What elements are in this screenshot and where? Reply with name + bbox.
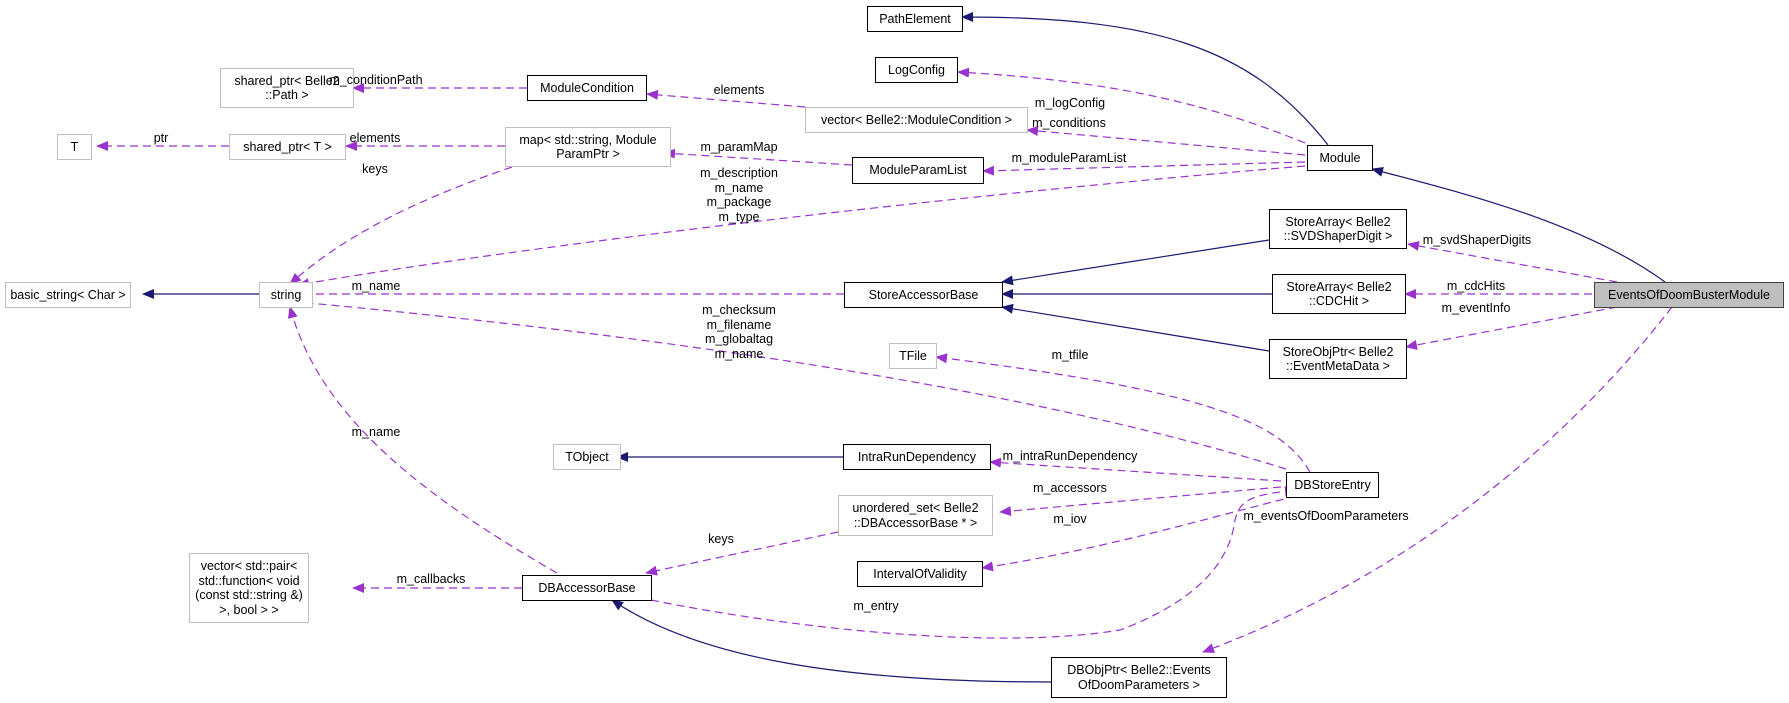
node-vector-module-condition[interactable]: vector< Belle2::ModuleCondition > — [805, 107, 1028, 133]
edge-label-elements-condition: elements — [713, 83, 765, 97]
edge-dbstoreentry-to-unorderedset — [999, 486, 1282, 517]
edge-label-m-accessors: m_accessors — [1033, 481, 1107, 495]
edge-label-m-cdc-hits: m_cdcHits — [1446, 279, 1506, 293]
edge-svd-to-storeaccessor — [1001, 239, 1270, 286]
edge-label-module-strings: m_description m_name m_package m_type — [700, 166, 778, 224]
edge-vector-to-modulecondition — [646, 89, 806, 108]
node-intra-run-dependency[interactable]: IntraRunDependency — [843, 444, 991, 470]
node-log-config[interactable]: LogConfig — [875, 57, 958, 83]
node-store-array-cdc[interactable]: StoreArray< Belle2 ::CDCHit > — [1272, 274, 1406, 314]
edge-module-to-conditions — [1026, 126, 1306, 156]
edge-label-m-name-store: m_name — [351, 279, 401, 293]
node-map-string-param[interactable]: map< std::string, Module ParamPtr > — [505, 127, 671, 167]
node-t[interactable]: T — [57, 134, 92, 160]
edge-label-m-iov: m_iov — [1053, 512, 1087, 526]
edge-dbstoreentry-to-tfile — [935, 353, 1311, 473]
edge-buster-to-dbobjptr — [1202, 306, 1673, 653]
node-interval-of-validity[interactable]: IntervalOfValidity — [857, 561, 983, 587]
edge-dbstoreentry-to-intrarun — [989, 457, 1282, 482]
edge-label-m-condition-path: m_conditionPath — [329, 73, 423, 87]
node-db-store-entry[interactable]: DBStoreEntry — [1286, 472, 1379, 498]
node-tobject[interactable]: TObject — [553, 444, 621, 470]
edge-label-m-conditions: m_conditions — [1032, 116, 1106, 130]
edge-label-elements-map: elements — [349, 131, 401, 145]
edge-label-m-event-info: m_eventInfo — [1441, 301, 1511, 315]
edge-label-m-events-of-doom-parameters: m_eventsOfDoomParameters — [1243, 509, 1409, 523]
node-vector-callbacks[interactable]: vector< std::pair< std::function< void (… — [189, 553, 309, 623]
edge-label-entry-strings: m_checksum m_filename m_globaltag m_name — [702, 303, 776, 361]
node-basic-string[interactable]: basic_string< Char > — [5, 282, 131, 308]
node-store-array-svd[interactable]: StoreArray< Belle2 ::SVDShaperDigit > — [1269, 209, 1407, 249]
edge-module-to-string — [297, 165, 1306, 289]
node-store-obj-ptr-event[interactable]: StoreObjPtr< Belle2 ::EventMetaData > — [1269, 339, 1407, 379]
edge-buster-to-eventinfo — [1405, 306, 1618, 350]
node-module-param-list[interactable]: ModuleParamList — [852, 157, 984, 184]
edge-module-to-logconfig — [957, 67, 1306, 144]
edge-label-keys-set: keys — [708, 532, 734, 546]
node-unordered-set-accessor[interactable]: unordered_set< Belle2 ::DBAccessorBase *… — [838, 495, 993, 536]
edge-label-m-svd-shaper-digits: m_svdShaperDigits — [1422, 233, 1532, 247]
edge-dbobjptr-to-dbaccessor — [611, 599, 1052, 683]
edge-label-m-log-config: m_logConfig — [1034, 96, 1106, 110]
edge-label-m-name-db: m_name — [351, 425, 401, 439]
edge-dbaccessor-to-string — [287, 306, 558, 574]
edge-label-ptr: ptr — [153, 131, 169, 145]
node-store-accessor-base[interactable]: StoreAccessorBase — [844, 282, 1003, 308]
edge-label-m-param-map: m_paramMap — [700, 140, 778, 154]
edge-unorderedset-to-dbaccessor — [645, 531, 839, 576]
edge-paramlist-to-map — [663, 148, 853, 166]
edge-module-to-paramlist — [982, 161, 1306, 176]
edge-label-m-entry: m_entry — [853, 599, 899, 613]
edge-dbstoreentry-to-iov — [981, 495, 1297, 572]
edge-label-m-callbacks: m_callbacks — [396, 572, 466, 586]
node-module[interactable]: Module — [1307, 145, 1373, 171]
node-db-obj-ptr-params[interactable]: DBObjPtr< Belle2::Events OfDoomParameter… — [1051, 657, 1227, 698]
edge-eventmeta-to-storeaccessor — [1001, 303, 1270, 352]
node-string[interactable]: string — [259, 282, 313, 308]
edge-dbstoreentry-to-string — [297, 298, 1287, 470]
edge-label-m-module-param-list: m_moduleParamList — [1011, 151, 1127, 165]
edge-label-keys-map: keys — [362, 162, 388, 176]
edge-label-m-intra-run-dependency: m_intraRunDependency — [1002, 449, 1138, 463]
node-module-condition[interactable]: ModuleCondition — [527, 75, 647, 101]
edge-label-m-tfile: m_tfile — [1051, 348, 1089, 362]
node-events-of-doom-buster-module[interactable]: EventsOfDoomBusterModule — [1594, 282, 1784, 308]
node-tfile[interactable]: TFile — [889, 343, 937, 369]
edge-buster-to-svd — [1407, 241, 1618, 283]
node-db-accessor-base[interactable]: DBAccessorBase — [522, 575, 652, 601]
edge-map-to-string-keys — [289, 166, 513, 285]
node-shared-ptr-path[interactable]: shared_ptr< Belle2 ::Path > — [220, 68, 354, 108]
edge-module-to-pathelement — [961, 12, 1329, 146]
edge-buster-to-module — [1371, 167, 1666, 283]
node-path-element[interactable]: PathElement — [867, 6, 963, 32]
node-shared-ptr-t[interactable]: shared_ptr< T > — [229, 134, 346, 160]
